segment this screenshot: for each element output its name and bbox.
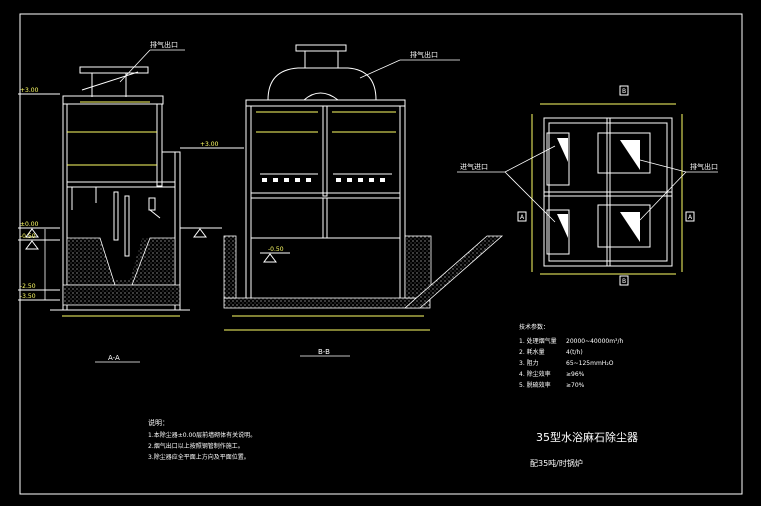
tech-param-name: 3. 阻力 — [519, 359, 539, 367]
section-b-outlet-label: 排气出口 — [410, 50, 438, 59]
tech-param-name: 5. 脱硫效率 — [519, 381, 551, 389]
drawing-subtitle: 配35吨/时锅炉 — [530, 458, 583, 468]
plan-inlet-label: 进气进口 — [460, 162, 488, 171]
level-a-1: +3.00 — [20, 87, 39, 94]
notes-title: 说明： — [148, 418, 169, 427]
note-item: 3.除尘器应全平面上方向及平面位置。 — [148, 453, 250, 461]
section-a-label: A-A — [108, 354, 120, 362]
plan-view — [531, 103, 683, 275]
plan-section-marks — [517, 85, 695, 286]
mark-b-bottom: B — [622, 278, 626, 285]
tech-param-name: 4. 除尘效率 — [519, 370, 551, 378]
section-a-floor-slab — [62, 284, 181, 306]
tech-param-value: 20000~40000m³/h — [566, 338, 623, 345]
section-a-level-markers — [18, 93, 222, 301]
level-a-3: -0.50 — [20, 233, 36, 240]
tech-param-value: ≥96% — [566, 371, 585, 378]
note-item: 1.本除尘器±0.00层前墙砌体有关说明。 — [148, 431, 256, 439]
section-a-outlet-label: 排气出口 — [150, 40, 178, 49]
section-a-hopper-left — [66, 237, 116, 286]
level-a-4: -2.50 — [20, 283, 36, 290]
tech-param-value: 65~125mmH₂O — [566, 360, 614, 367]
note-item: 2.烟气出口以上按照钢管制作施工。 — [148, 442, 244, 450]
section-b-nozzles — [262, 178, 385, 182]
drawing-frame — [19, 13, 743, 495]
mark-a-left: A — [520, 214, 525, 221]
inlet-duct-ramp — [403, 235, 504, 309]
mark-a-right: A — [688, 214, 693, 221]
section-a-a — [62, 66, 181, 311]
plan-outlet-label: 排气出口 — [690, 162, 718, 171]
tech-param-name: 2. 耗水量 — [519, 348, 545, 356]
tech-params-table: 1. 处理烟气量 20000~40000m³/h 2. 耗水量 4(t/h) 3… — [519, 337, 623, 389]
tech-param-value: ≥70% — [566, 382, 585, 389]
section-b-label: B-B — [318, 348, 330, 356]
section-b-left-fill — [223, 235, 237, 299]
mark-b-top: B — [622, 88, 626, 95]
tech-param-name: 1. 处理烟气量 — [519, 337, 557, 345]
drawing-title: 35型水浴麻石除尘器 — [536, 430, 638, 444]
level-a-5: -3.50 — [20, 293, 36, 300]
level-a-right: +3.00 — [200, 141, 219, 148]
level-a-2: ±0.00 — [20, 221, 39, 228]
section-b-base-slab — [223, 297, 431, 309]
level-b-1: -0.50 — [268, 246, 284, 253]
tech-param-value: 4(t/h) — [566, 349, 583, 356]
plan-wedges — [557, 138, 640, 242]
tech-params-title: 技术参数： — [519, 323, 549, 331]
